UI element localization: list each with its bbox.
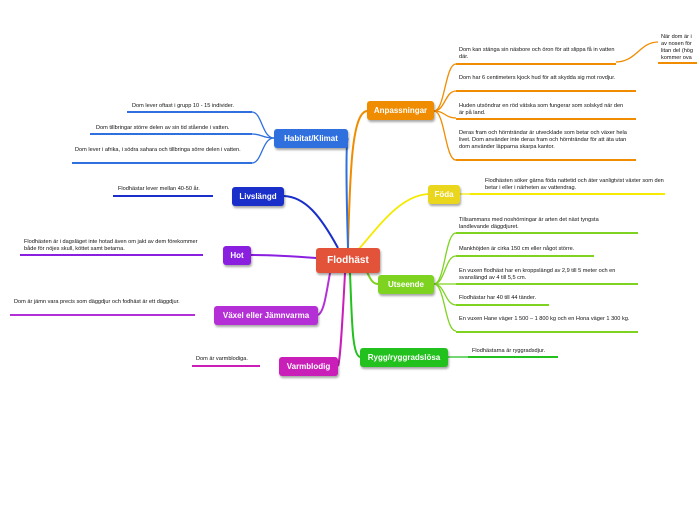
leaf-underline [20,254,203,256]
connector-varmblodig [337,272,346,367]
leaf-utseende-5[interactable]: En vuxen Hane väger 1 500 – 1 800 kg och… [459,316,630,322]
connector-habitat [345,137,349,249]
leaf-livslangd-1[interactable]: Flodhästar lever mellan 40-50 år. [118,186,200,192]
leaf-anpassningar-3[interactable]: Huden utsöndrar en röd vätska som funger… [459,103,624,116]
leaf-habitat-3[interactable]: Dom lever i afrika, i södra sahara och t… [75,147,241,153]
branch-rygg[interactable]: Rygg/ryggradslösa [360,348,448,367]
branch-anpassningar[interactable]: Anpassningar [367,101,434,120]
leaf-anpassningar-1[interactable]: Dom kan stänga sin näsbore och öron för … [459,47,615,60]
leaf-underline [456,331,638,333]
leaf-underline [456,90,636,92]
leaf-underline [468,356,558,358]
leaf-utseende-3[interactable]: En vuxen flodhäst har en kroppslängd av … [459,268,616,281]
leaf-anpassningar-5[interactable]: När dom är i av nosen för litan del (hög… [661,34,694,61]
connector-anpassningar [347,109,369,249]
leaf-underline [456,63,616,65]
leaf-foda-1[interactable]: Flodhästen söker gärna föda nattetid och… [485,178,664,191]
connector-livslangd [283,195,339,249]
leaf-underline [456,255,594,257]
branch-hot[interactable]: Hot [223,246,251,265]
leaf-underline [456,118,636,120]
leaf-underline [456,283,638,285]
connector-vaxel [317,272,331,316]
central-topic[interactable]: Flodhäst [316,248,380,273]
leaf-vaxel-1[interactable]: Dom är jämn vara precis som däggdjur och… [14,299,180,305]
leaf-habitat-2[interactable]: Dom tillbringar större delen av sin tid … [96,125,230,131]
leaf-underline [470,193,665,195]
leaf-underline [127,111,252,113]
leaf-underline [658,62,697,64]
leaf-underline [90,133,252,135]
leaf-hot-1[interactable]: Flodhästen är i dagsläget inte hotad äve… [24,239,198,252]
branch-habitat[interactable]: Habitat/Klimat [274,129,348,148]
branch-livslangd[interactable]: Livslängd [232,187,284,206]
leaf-underline [192,365,260,367]
leaf-underline [72,162,252,164]
connector-foda [357,193,429,251]
leaf-anpassningar-2[interactable]: Dom har 6 centimeters kjock hud för att … [459,75,616,81]
branch-vaxel[interactable]: Växel eller Jämnvarma [214,306,318,325]
leaf-habitat-1[interactable]: Dom lever oftast i grupp 10 - 15 individ… [132,103,234,109]
connector-rygg [349,272,361,358]
leaf-utseende-4[interactable]: Flodhästar har 40 till 44 tänder. [459,295,537,301]
leaf-underline [456,232,638,234]
leaf-utseende-2[interactable]: Mankhöjden är cirka 150 cm eller något s… [459,246,575,252]
leaf-anpassningar-4[interactable]: Deras fram och hörnträndar är utvecklade… [459,130,627,150]
leaf-varmblodig-1[interactable]: Dom är varmblodiga. [196,356,248,362]
leaf-underline [10,314,195,316]
leaf-utseende-1[interactable]: Tillsammans med noshörningar är arten de… [459,217,599,230]
branch-varmblodig[interactable]: Varmblodig [279,357,338,376]
branch-utseende[interactable]: Utseende [378,275,434,294]
leaf-rygg-1[interactable]: Flodhästarna är ryggradsdjur. [472,348,546,354]
branch-foda[interactable]: Föda [428,185,460,204]
leaf-underline [456,159,636,161]
leaf-underline [113,195,213,197]
connector-hot [250,254,317,259]
leaf-underline [456,304,549,306]
